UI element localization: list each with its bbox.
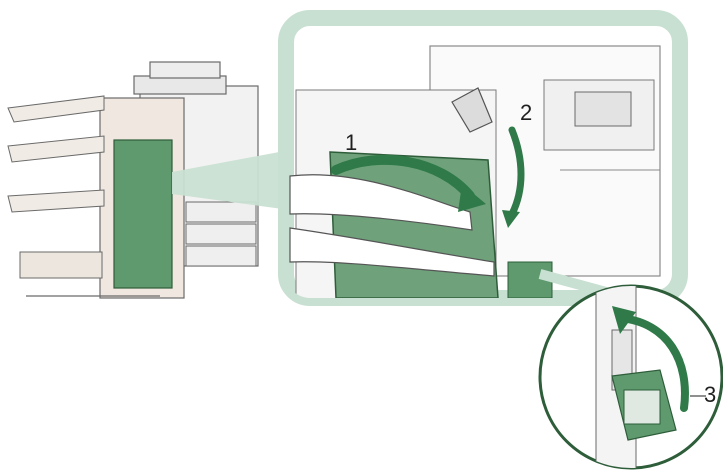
step-1-label: 1 <box>345 132 357 154</box>
zoom-panel <box>286 18 680 300</box>
step-2-label: 2 <box>520 102 532 124</box>
step-3-label: 3 <box>704 384 716 406</box>
